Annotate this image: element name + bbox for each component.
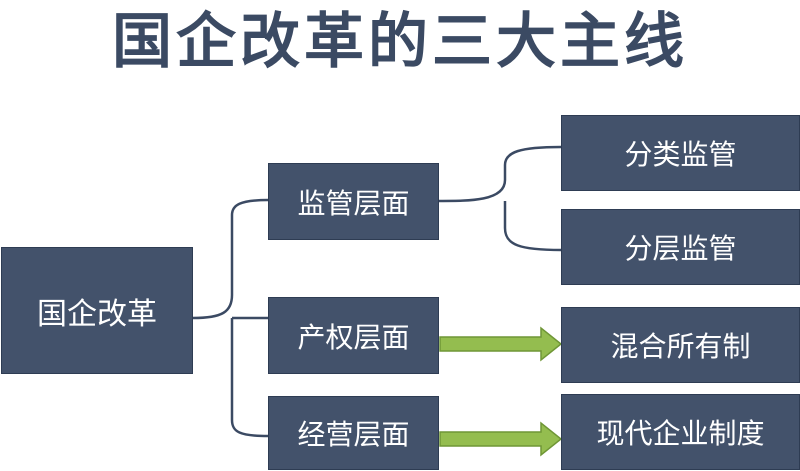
- node-category-supervision: 分类监管: [561, 115, 800, 191]
- page-title: 国企改革的三大主线: [112, 7, 688, 77]
- node-property-level: 产权层面: [268, 297, 439, 374]
- node-root: 国企改革: [1, 247, 193, 374]
- brace-root-to-categories: [192, 198, 269, 438]
- arrow-property-to-mixed: [439, 326, 563, 362]
- node-regulation-level: 监管层面: [268, 163, 439, 240]
- arrow-operation-to-modern: [439, 421, 563, 457]
- node-tiered-supervision: 分层监管: [561, 209, 800, 285]
- node-operation-level: 经营层面: [268, 396, 439, 470]
- brace-regulation-to-leaves: [438, 145, 562, 252]
- node-modern-enterprise-system: 现代企业制度: [561, 394, 800, 470]
- node-mixed-ownership: 混合所有制: [561, 307, 800, 383]
